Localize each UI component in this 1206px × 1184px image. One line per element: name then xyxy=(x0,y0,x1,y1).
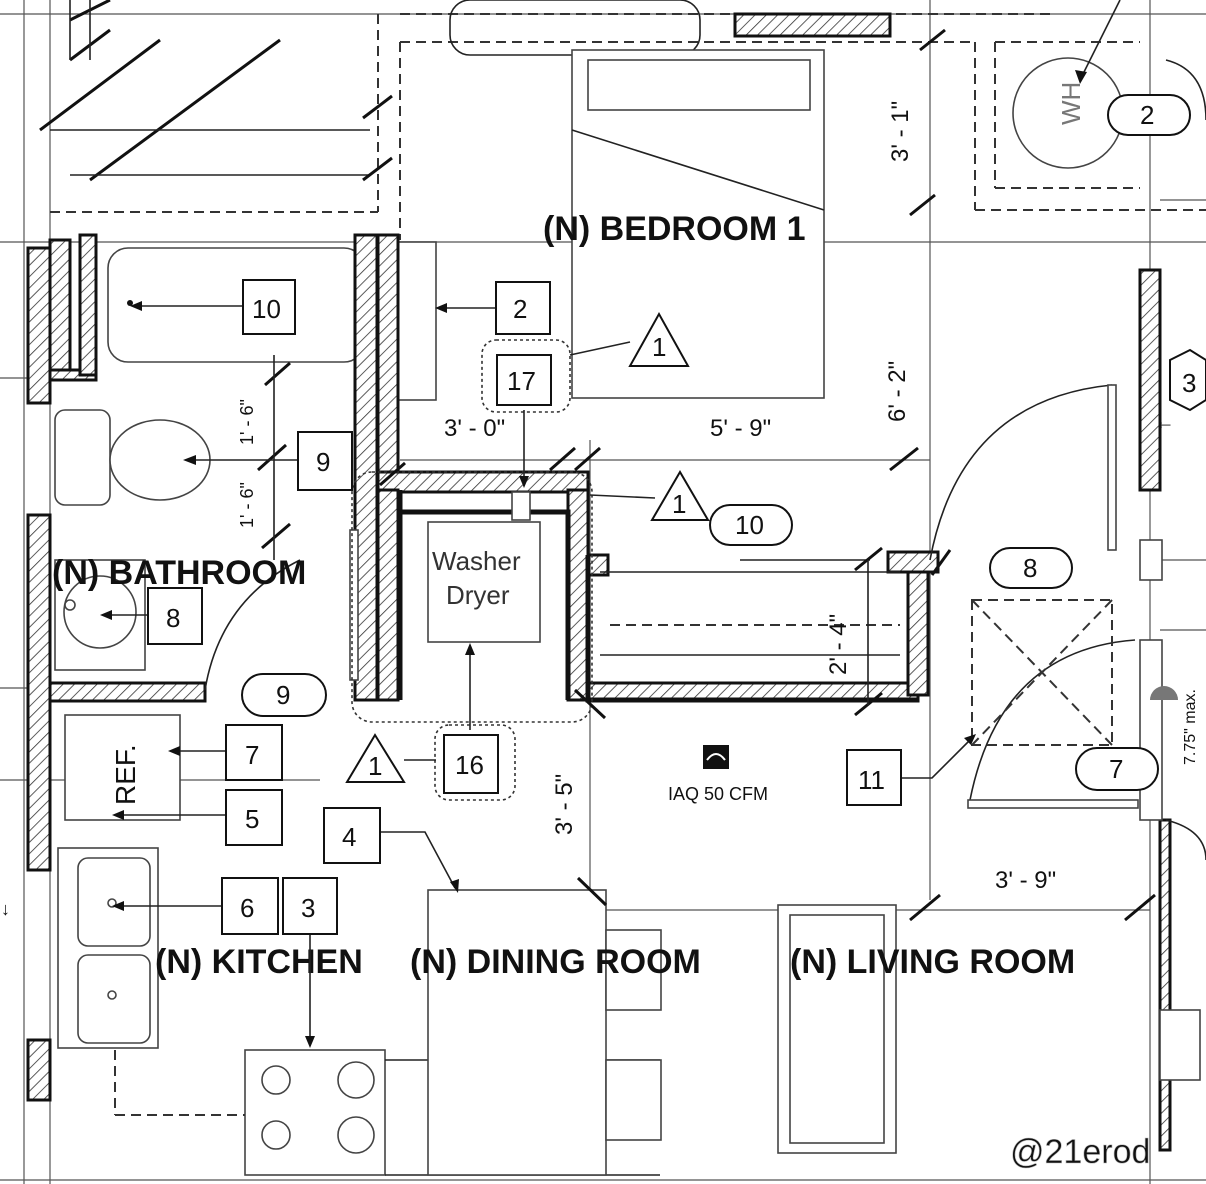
revision-clouds xyxy=(351,339,593,801)
lavatory xyxy=(54,559,146,671)
svg-text:4: 4 xyxy=(342,822,356,852)
svg-text:11: 11 xyxy=(858,765,885,795)
oval-tag-living-door: 8 xyxy=(989,547,1073,589)
room-label-dining: (N) DINING ROOM xyxy=(410,943,701,981)
room-label-living: (N) LIVING ROOM xyxy=(790,943,1075,981)
skylight xyxy=(971,599,1113,746)
door-swings xyxy=(204,59,1206,861)
svg-text:2: 2 xyxy=(1140,100,1154,130)
svg-text:↑: ↑ xyxy=(1153,420,1175,430)
tag-bath-tub: 10 xyxy=(242,279,296,335)
svg-text:3: 3 xyxy=(1182,368,1196,398)
dim-5-9: 5' - 9" xyxy=(710,415,771,442)
svg-text:7: 7 xyxy=(245,740,259,770)
max-height-label: 7.75" max. xyxy=(1182,689,1199,765)
tag-fridge: 7 xyxy=(225,724,283,781)
room-label-bedroom: (N) BEDROOM 1 xyxy=(543,210,806,248)
water-heater-label: WH xyxy=(1056,82,1086,125)
tag-counter: 4 xyxy=(323,807,381,864)
triangle-tag-kitchen: 1 xyxy=(345,733,406,783)
tag-washer: 16 xyxy=(443,734,499,794)
kitchen-sink xyxy=(57,847,159,1049)
wall-outlines xyxy=(397,490,918,703)
tag-closet: 2 xyxy=(495,281,551,335)
room-label-bathroom: (N) BATHROOM xyxy=(52,554,306,592)
svg-text:1: 1 xyxy=(652,332,666,362)
svg-text:5: 5 xyxy=(245,804,259,834)
refrigerator-label: REF. xyxy=(110,744,141,805)
svg-text:8: 8 xyxy=(166,603,180,633)
dim-6-2: 6' - 2" xyxy=(884,361,911,422)
dryer-label: Dryer xyxy=(446,580,510,610)
tag-range: 3 xyxy=(282,877,338,935)
dining-table xyxy=(427,889,662,1176)
oval-tag-living-side: 7 xyxy=(1075,747,1159,791)
svg-text:17: 17 xyxy=(507,366,536,396)
range xyxy=(244,1049,386,1176)
dim-3-1: 3' - 1" xyxy=(887,101,914,162)
oval-tag-wh: 2 xyxy=(1107,94,1191,136)
bathtub xyxy=(107,247,365,363)
dim-3-9: 3' - 9" xyxy=(995,867,1056,894)
svg-text:8: 8 xyxy=(1023,553,1037,583)
svg-text:10: 10 xyxy=(735,510,764,540)
oval-tag-corridor: 10 xyxy=(709,504,793,546)
closet-shelf xyxy=(395,241,437,401)
svg-text:1: 1 xyxy=(368,751,382,781)
tag-toilet: 9 xyxy=(297,431,353,491)
dashed-walls xyxy=(50,13,1206,240)
washer-label: Washer xyxy=(432,546,521,576)
top-window xyxy=(733,12,892,38)
svg-text:↓: ↓ xyxy=(1,899,10,919)
tag-lavatory: 8 xyxy=(147,587,203,645)
toilet xyxy=(54,409,211,506)
dim-2-4: 2' - 4" xyxy=(825,614,852,675)
water-heater: WH xyxy=(1012,0,1124,169)
washer-dryer: Washer Dryer xyxy=(427,491,541,643)
iaq-label: IAQ 50 CFM xyxy=(668,784,768,804)
dimension-ticks xyxy=(257,28,1156,922)
svg-text:6: 6 xyxy=(240,893,254,923)
dim-1-6-b: 1' - 6" xyxy=(237,482,257,528)
dim-1-6-a: 1' - 6" xyxy=(237,399,257,445)
tag-cloud-17: 17 xyxy=(496,354,552,406)
svg-text:16: 16 xyxy=(455,750,484,780)
sofa xyxy=(777,904,897,1154)
refrigerator: REF. xyxy=(64,714,181,821)
svg-text:9: 9 xyxy=(276,680,290,710)
tag-sink: 6 xyxy=(221,877,279,935)
svg-text:7: 7 xyxy=(1109,754,1123,784)
svg-text:1: 1 xyxy=(672,489,686,519)
tag-door: 11 xyxy=(846,749,902,806)
existing-area xyxy=(39,0,370,182)
svg-text:9: 9 xyxy=(316,447,330,477)
fan-icon xyxy=(703,745,729,769)
svg-text:3: 3 xyxy=(301,893,315,923)
dim-3-0: 3' - 0" xyxy=(444,415,505,442)
tag-fridge-low: 5 xyxy=(225,789,283,846)
svg-text:2: 2 xyxy=(513,294,527,324)
watermark: @21erod xyxy=(1010,1133,1150,1171)
triangle-tag-bedroom: 1 xyxy=(628,311,690,367)
leader-arrows xyxy=(100,301,976,1048)
walls xyxy=(26,233,1172,1152)
svg-text:10: 10 xyxy=(252,294,281,324)
dim-3-5: 3' - 5" xyxy=(551,774,578,835)
bed xyxy=(571,49,825,399)
oval-tag-bath-door: 9 xyxy=(241,673,327,717)
triangle-tag-corridor: 1 xyxy=(650,470,710,521)
room-label-kitchen: (N) KITCHEN xyxy=(155,943,363,981)
top-frame xyxy=(449,0,701,56)
hex-tag-right: 3 xyxy=(1169,348,1206,412)
